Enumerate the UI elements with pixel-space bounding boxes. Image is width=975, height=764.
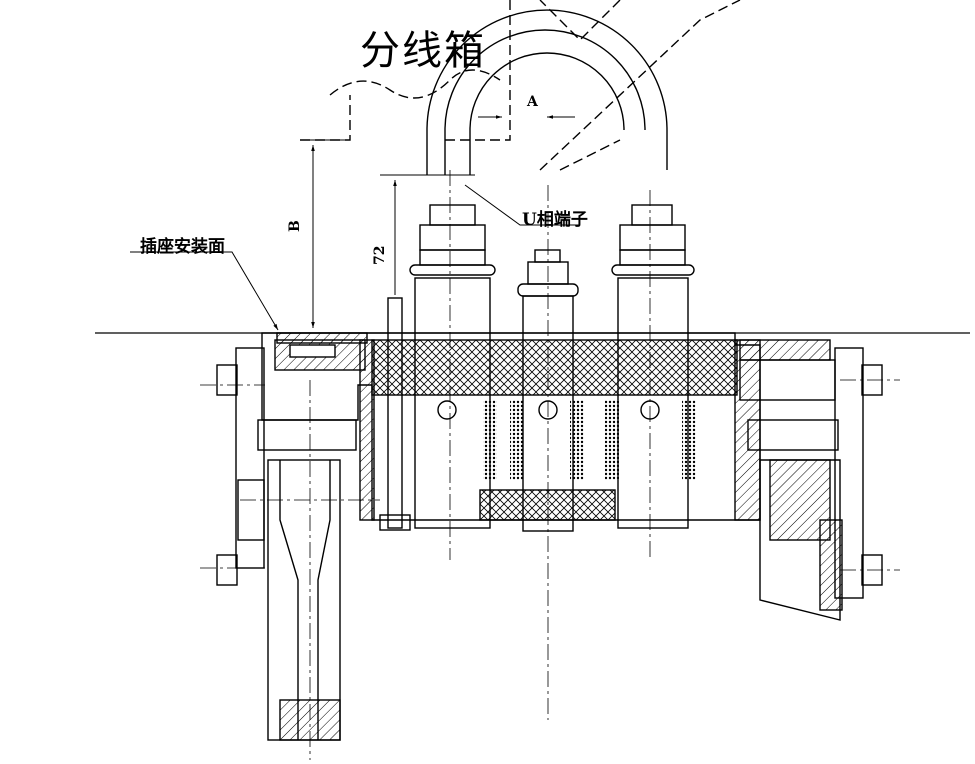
dim-72-label: 72 (372, 245, 388, 265)
socket-mount-face-label: 插座安装面 (140, 237, 225, 257)
junction-box-title: 分线箱 (360, 28, 486, 74)
u-phase-terminal-label: U相端子 (522, 210, 588, 230)
socket-housing (261, 332, 831, 521)
springs (483, 400, 696, 480)
mount-face-leader (130, 251, 279, 331)
dim-72-line (380, 174, 475, 295)
cable-bend (426, 9, 668, 175)
centre-lines (200, 170, 900, 760)
fixing-bolt (379, 297, 411, 531)
dim-b-line (300, 139, 350, 328)
left-lock-mechanism (216, 347, 357, 741)
u-terminal-leader (464, 184, 580, 226)
dim-a-label: A (527, 94, 538, 110)
dim-b-label: B (287, 220, 303, 232)
right-lock-mechanism (739, 347, 883, 621)
